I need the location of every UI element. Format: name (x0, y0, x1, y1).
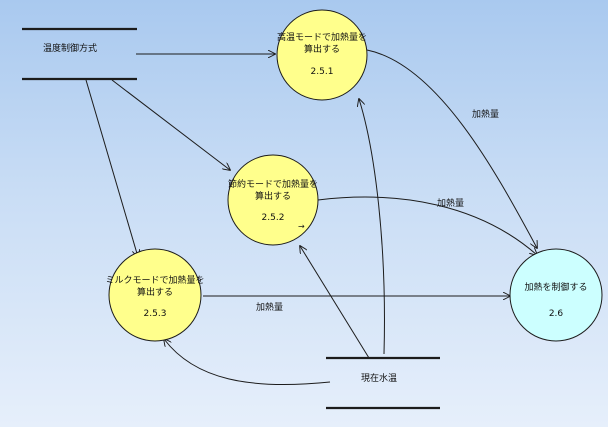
process-2-6[interactable]: 加熱を制御する 2.6 (509, 248, 603, 342)
process-2-5-2-line2: 算出する (255, 190, 291, 202)
process-2-5-2-number: 2.5.2 (262, 213, 285, 223)
flow-label-252-to-26: 加熱量 (437, 197, 464, 209)
flow-label-251-to-26: 加熱量 (472, 108, 499, 120)
process-2-5-1-line2: 算出する (304, 43, 340, 55)
edge-251-to-26 (366, 49, 537, 248)
edge-mode-to-253 (85, 79, 138, 257)
right-arrow-icon: → (298, 222, 305, 231)
process-2-5-1-line1: 高温モードで加熱量を (277, 31, 367, 43)
edge-252-to-26 (317, 196, 537, 255)
process-2-6-line1: 加熱を制御する (524, 281, 587, 293)
edge-temp-to-251 (359, 99, 385, 355)
process-2-5-3-line1: ミルクモードで加熱量を (105, 274, 204, 286)
store-current-temperature-label: 現在水温 (361, 372, 397, 384)
flow-label-253-to-26: 加熱量 (256, 301, 283, 313)
process-2-5-3-number: 2.5.3 (144, 309, 167, 319)
process-2-5-1-number: 2.5.1 (311, 67, 334, 77)
process-2-5-2-line1: 節約モードで加熱量を (228, 178, 318, 190)
process-2-5-3[interactable]: ミルクモードで加熱量を 算出する 2.5.3 (105, 248, 205, 342)
process-2-5-3-line2: 算出する (137, 286, 173, 298)
store-heating-mode[interactable]: 温度制御方式 (22, 27, 137, 81)
edge-temp-to-253 (164, 339, 331, 386)
edge-temp-to-252 (300, 246, 370, 359)
process-2-5-1[interactable]: 高温モードで加熱量を 算出する 2.5.1 (276, 9, 368, 101)
edge-mode-to-252 (111, 79, 230, 170)
process-2-6-number: 2.6 (549, 309, 564, 319)
store-heating-mode-label: 温度制御方式 (43, 42, 97, 54)
store-current-temperature[interactable]: 現在水温 (326, 356, 440, 410)
process-2-5-2[interactable]: 節約モードで加熱量を 算出する 2.5.2 → (227, 154, 319, 246)
